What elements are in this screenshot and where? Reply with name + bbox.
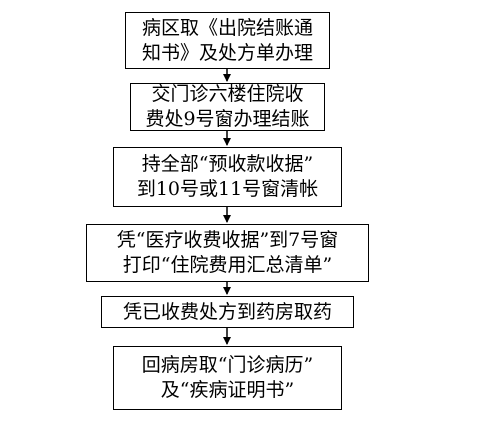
- step-4-line-2: 打印“住院费用汇总清单”: [122, 254, 333, 276]
- step-1-line-1: 病区取《出院结账通: [141, 16, 313, 39]
- step-6-line-2: 及“疾病证明书”: [160, 379, 295, 401]
- step-3-line-2: 到10号或11号窗清帐: [136, 178, 319, 200]
- step-5-box: 凭已收费处方到药房取药: [101, 296, 354, 328]
- step-5-line-1: 凭已收费处方到药房取药: [122, 300, 332, 323]
- step-3-box: 持全部“预收款收据” 到10号或11号窗清帐: [113, 147, 342, 207]
- step-1-line-2: 知书》及处方单办理: [141, 41, 313, 64]
- step-2-line-1: 交门诊六楼住院收: [151, 83, 304, 105]
- step-1-box: 病区取《出院结账通 知书》及处方单办理: [125, 12, 330, 69]
- step-6-box: 回病房取“门诊病历” 及“疾病证明书”: [113, 346, 342, 410]
- step-2-line-2: 费处9号窗办理结账: [145, 108, 310, 130]
- step-4-box: 凭“医疗收费收据”到7号窗 打印“住院费用汇总清单”: [86, 224, 369, 282]
- step-3-line-1: 持全部“预收款收据”: [141, 153, 314, 175]
- step-4-line-1: 凭“医疗收费收据”到7号窗: [116, 229, 339, 251]
- step-6-line-1: 回病房取“门诊病历”: [141, 354, 314, 376]
- step-2-box: 交门诊六楼住院收 费处9号窗办理结账: [130, 83, 325, 131]
